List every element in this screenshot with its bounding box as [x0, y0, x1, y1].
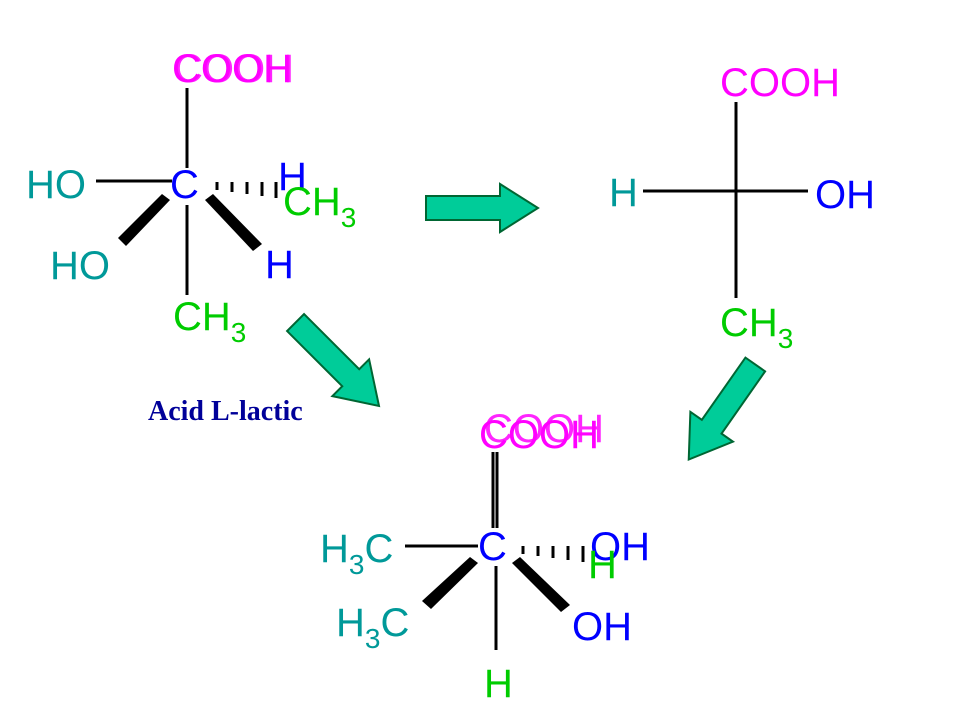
wedge-bond-right [512, 557, 570, 612]
hydrogen-back-label: H [278, 155, 307, 199]
carboxyl-label: COOH [172, 47, 292, 91]
hydroxyl-back-label: OH [590, 525, 650, 569]
hydrogen-back-label: H [588, 543, 617, 587]
methyl-wedge-label: H3C [336, 601, 409, 654]
structure-top-right: COOH H OH CH3 [609, 61, 875, 354]
carboxyl-label-shadow: COOH [174, 47, 294, 91]
hashed-bond [521, 546, 585, 562]
arrow-down-left-icon [687, 356, 767, 462]
fischer-carboxyl-label: COOH [720, 61, 840, 105]
wedge-bond-left [118, 194, 170, 246]
structure-top-left: COOH COOH C HO H CH3 HO H CH3 [26, 47, 356, 348]
hydrogen-bottom-label: H [484, 662, 513, 706]
structure-bottom: COOH COOH C H3C OH H H3C OH H [320, 407, 650, 706]
carboxyl-label: COOH [479, 413, 599, 457]
wedge-bond-left [422, 557, 478, 609]
arrow-right-icon [425, 182, 540, 234]
fischer-methyl-label: CH3 [720, 301, 793, 354]
arrow-down-right-icon [285, 312, 381, 408]
fischer-hydrogen-label: H [609, 171, 638, 215]
methyl-back-label: CH3 [283, 180, 356, 233]
caption-acid-l-lactic: Acid L-lactic [148, 396, 303, 427]
central-carbon-label: C [170, 163, 199, 207]
hydroxyl-left-label: HO [26, 163, 86, 207]
methyl-left-label: H3C [320, 527, 393, 580]
wedge-bond-right [205, 194, 262, 251]
hydroxyl-wedge-label: OH [572, 605, 632, 649]
central-carbon-label: C [478, 525, 507, 569]
carboxyl-label-shadow: COOH [484, 407, 604, 451]
hydroxyl-wedge-label: HO [50, 244, 110, 288]
fischer-hydroxyl-label: OH [815, 173, 875, 217]
hydrogen-wedge-label: H [265, 243, 294, 287]
methyl-bottom-label: CH3 [173, 295, 246, 348]
hashed-bond [215, 182, 278, 198]
